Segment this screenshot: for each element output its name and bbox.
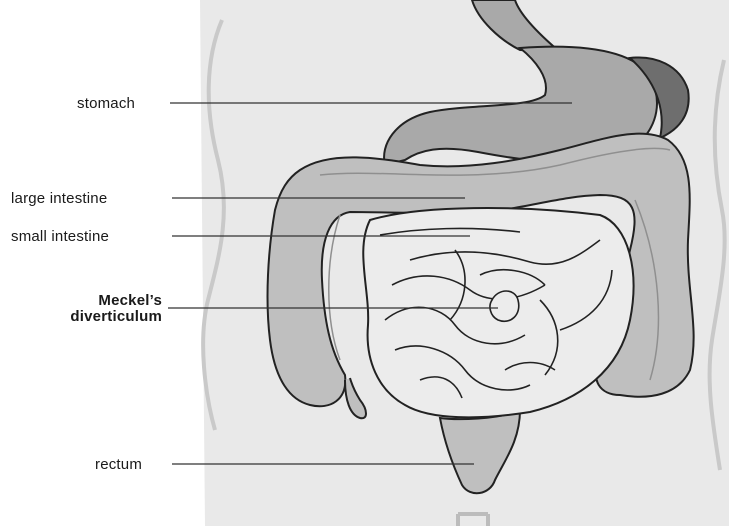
label-large-intestine: large intestine [11,190,107,207]
label-meckel-line2: diverticulum [0,309,162,325]
label-stomach: stomach [77,95,135,112]
label-meckel-line1: Meckel’s [0,293,162,309]
label-small-intestine: small intestine [11,228,109,245]
label-meckels-diverticulum: Meckel’s diverticulum [0,293,162,325]
meckels-diverticulum [490,291,519,321]
label-rectum: rectum [95,456,142,473]
